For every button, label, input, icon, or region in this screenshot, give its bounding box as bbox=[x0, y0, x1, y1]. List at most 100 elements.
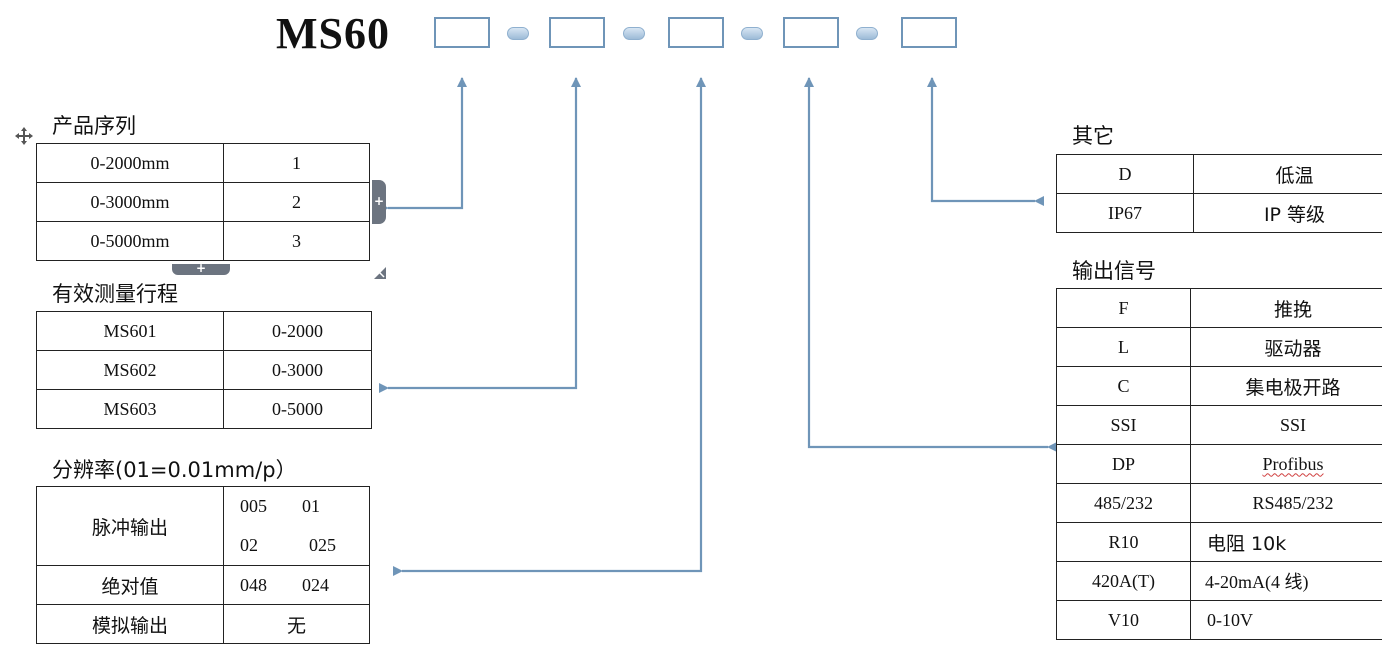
separator-dot bbox=[741, 27, 763, 40]
table-row: 0-2000mm 1 bbox=[36, 143, 370, 183]
table-row: V10 0-10V bbox=[1056, 600, 1382, 640]
add-row-handle[interactable]: + bbox=[172, 261, 230, 275]
separator-dot bbox=[623, 27, 645, 40]
pulse-value: 025 bbox=[309, 535, 336, 555]
pulse-value: 005 bbox=[240, 496, 267, 516]
table-row: L 驱动器 bbox=[1056, 327, 1382, 367]
code-slot-3 bbox=[668, 17, 724, 48]
output-desc: Profibus bbox=[1190, 444, 1382, 484]
table-row: 02 025 bbox=[37, 526, 370, 566]
output-desc-text: Profibus bbox=[1262, 453, 1324, 474]
output-desc: 0-10V bbox=[1190, 600, 1382, 640]
output-table: F 推挽 L 驱动器 C 集电极开路 SSI SSI DP Profibus 4… bbox=[1056, 288, 1382, 640]
output-code: DP bbox=[1056, 444, 1191, 484]
code-slot-2 bbox=[549, 17, 605, 48]
table-row: 485/232 RS485/232 bbox=[1056, 483, 1382, 523]
table-row: C 集电极开路 bbox=[1056, 366, 1382, 406]
stroke-model: MS603 bbox=[36, 389, 224, 429]
output-desc: 电阻 10k bbox=[1190, 522, 1382, 562]
table-row: MS603 0-5000 bbox=[36, 389, 372, 429]
separator-dot bbox=[507, 27, 529, 40]
output-code: V10 bbox=[1056, 600, 1191, 640]
separator-dot bbox=[856, 27, 878, 40]
series-code: 3 bbox=[223, 221, 370, 261]
output-code: 485/232 bbox=[1056, 483, 1191, 523]
output-desc: SSI bbox=[1190, 405, 1382, 445]
absolute-values: 048 024 bbox=[223, 565, 370, 605]
output-code: L bbox=[1056, 327, 1191, 367]
series-range: 0-2000mm bbox=[36, 143, 224, 183]
absolute-label: 绝对值 bbox=[36, 565, 224, 605]
table-row: 0-3000mm 2 bbox=[36, 182, 370, 222]
table-row: D 低温 bbox=[1056, 154, 1382, 194]
table-row: 模拟输出 无 bbox=[36, 604, 370, 644]
table-row: 0-5000mm 3 bbox=[36, 221, 370, 261]
table-row: MS601 0-2000 bbox=[36, 311, 372, 351]
move-handle-icon[interactable] bbox=[14, 126, 34, 146]
table-row: IP67 IP 等级 bbox=[1056, 193, 1382, 233]
series-code: 1 bbox=[223, 143, 370, 183]
stroke-model: MS601 bbox=[36, 311, 224, 351]
other-code: IP67 bbox=[1056, 193, 1194, 233]
model-prefix: MS60 bbox=[276, 9, 390, 58]
output-desc: 驱动器 bbox=[1190, 327, 1382, 367]
analog-label: 模拟输出 bbox=[36, 604, 224, 644]
stroke-model: MS602 bbox=[36, 350, 224, 390]
plus-icon: + bbox=[374, 194, 385, 208]
output-code: 420A(T) bbox=[1056, 561, 1191, 601]
pulse-value: 02 bbox=[240, 535, 258, 555]
series-heading: 产品序列 bbox=[52, 114, 136, 138]
output-desc: 4-20mA(4 线) bbox=[1190, 561, 1382, 601]
pulse-value: 01 bbox=[302, 496, 320, 516]
series-table: 0-2000mm 1 0-3000mm 2 0-5000mm 3 bbox=[36, 143, 370, 261]
pulse-values-row: 02 025 bbox=[223, 526, 370, 566]
resize-handle-icon[interactable] bbox=[374, 264, 386, 279]
output-code: F bbox=[1056, 288, 1191, 328]
other-desc: IP 等级 bbox=[1193, 193, 1382, 233]
series-range: 0-3000mm bbox=[36, 182, 224, 222]
output-desc: 集电极开路 bbox=[1190, 366, 1382, 406]
absolute-value: 024 bbox=[302, 574, 329, 595]
output-code: SSI bbox=[1056, 405, 1191, 445]
add-column-handle[interactable]: + bbox=[372, 180, 386, 224]
table-row: 脉冲输出 005 01 bbox=[36, 486, 370, 566]
other-code: D bbox=[1056, 154, 1194, 194]
output-heading: 输出信号 bbox=[1072, 259, 1156, 283]
other-table: D 低温 IP67 IP 等级 bbox=[1056, 154, 1382, 233]
table-row: DP Profibus bbox=[1056, 444, 1382, 484]
resolution-heading: 分辨率(01=0.01mm/p） bbox=[52, 458, 297, 482]
table-row: 420A(T) 4-20mA(4 线) bbox=[1056, 561, 1382, 601]
stroke-range: 0-2000 bbox=[223, 311, 372, 351]
absolute-value: 048 bbox=[240, 574, 267, 595]
code-slot-4 bbox=[783, 17, 839, 48]
code-slot-5 bbox=[901, 17, 957, 48]
pulse-output-label: 脉冲输出 bbox=[36, 486, 224, 566]
code-slot-1 bbox=[434, 17, 490, 48]
stroke-table: MS601 0-2000 MS602 0-3000 MS603 0-5000 bbox=[36, 311, 372, 429]
arrow-slot3-to-resolution bbox=[393, 77, 706, 576]
series-code: 2 bbox=[223, 182, 370, 222]
analog-value: 无 bbox=[223, 604, 370, 644]
arrow-slot1-to-series bbox=[379, 77, 467, 213]
table-row: R10 电阻 10k bbox=[1056, 522, 1382, 562]
resolution-table: 脉冲输出 005 01 02 025 绝对值 048 024 模拟输出 无 bbox=[36, 486, 370, 644]
table-row: SSI SSI bbox=[1056, 405, 1382, 445]
stroke-range: 0-3000 bbox=[223, 350, 372, 390]
plus-icon: + bbox=[196, 261, 207, 275]
other-desc: 低温 bbox=[1193, 154, 1382, 194]
arrow-slot5-to-other bbox=[927, 77, 1044, 206]
stroke-range: 0-5000 bbox=[223, 389, 372, 429]
other-heading: 其它 bbox=[1072, 124, 1114, 148]
table-row: 绝对值 048 024 bbox=[36, 565, 370, 605]
output-code: C bbox=[1056, 366, 1191, 406]
pulse-values-row: 005 01 bbox=[223, 486, 370, 526]
output-desc: RS485/232 bbox=[1190, 483, 1382, 523]
output-code: R10 bbox=[1056, 522, 1191, 562]
arrow-slot4-to-output bbox=[804, 77, 1057, 452]
table-row: MS602 0-3000 bbox=[36, 350, 372, 390]
arrow-slot2-to-stroke bbox=[379, 77, 581, 393]
table-row: F 推挽 bbox=[1056, 288, 1382, 328]
output-desc: 推挽 bbox=[1190, 288, 1382, 328]
stroke-heading: 有效测量行程 bbox=[52, 282, 178, 306]
